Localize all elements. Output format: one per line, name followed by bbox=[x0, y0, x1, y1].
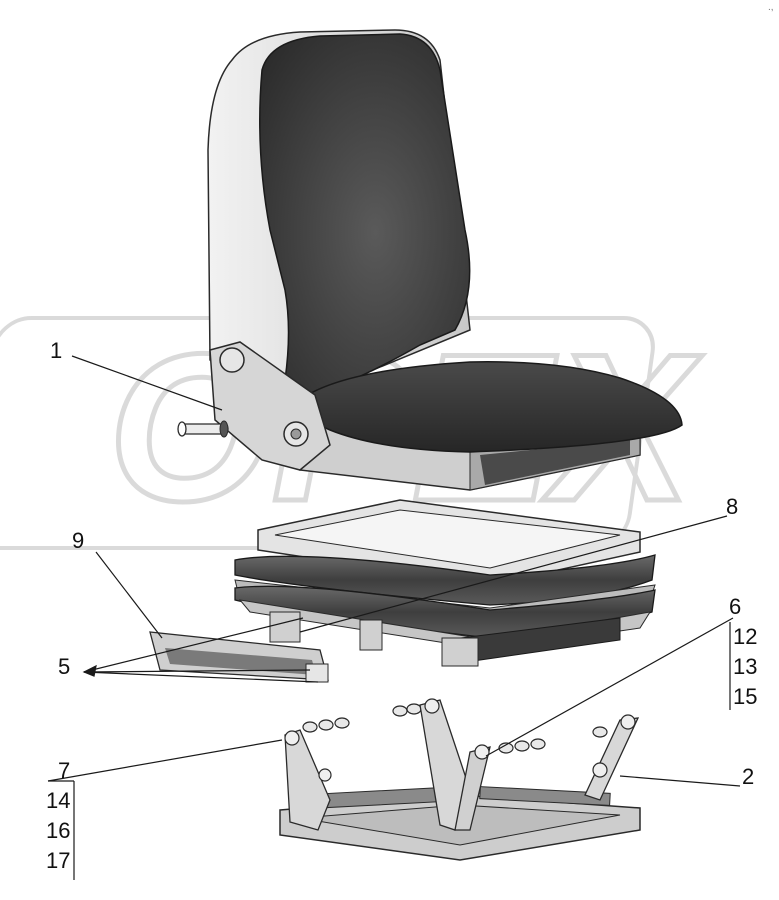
seat-cushion bbox=[299, 361, 683, 491]
callout-15: 15 bbox=[733, 684, 758, 709]
callout-5: 5 bbox=[58, 654, 71, 679]
callout-12: 12 bbox=[733, 624, 758, 649]
callout-17: 17 bbox=[46, 848, 71, 873]
callout-stack-left: 14 16 17 bbox=[46, 786, 70, 876]
callout-8: 8 bbox=[726, 494, 739, 519]
callout-14: 14 bbox=[46, 788, 71, 813]
callout-2: 2 bbox=[742, 764, 755, 789]
callout-stack-right: 12 13 15 bbox=[733, 622, 757, 712]
scissor-base bbox=[279, 698, 641, 861]
callout-6: 6 bbox=[729, 594, 742, 619]
leader-1 bbox=[71, 355, 223, 411]
callout-16: 16 bbox=[46, 818, 71, 843]
leader-6 bbox=[485, 617, 734, 757]
callout-7: 7 bbox=[58, 758, 71, 783]
leader-2 bbox=[619, 775, 741, 787]
hinge-bracket bbox=[177, 341, 331, 471]
bellows bbox=[234, 554, 656, 667]
callout-13: 13 bbox=[733, 654, 758, 679]
side-plate bbox=[149, 631, 329, 683]
fastener-washers bbox=[302, 703, 608, 754]
seat-backrest bbox=[207, 29, 471, 401]
leader-8 bbox=[299, 515, 728, 633]
leader-5a bbox=[83, 617, 304, 673]
leader-5c bbox=[83, 671, 319, 683]
callout-9: 9 bbox=[72, 528, 85, 553]
leader-9 bbox=[95, 551, 163, 639]
callout-1: 1 bbox=[50, 338, 63, 363]
leader-5b bbox=[83, 669, 311, 673]
svg-text:.,: ., bbox=[768, 2, 774, 13]
leader-lines bbox=[47, 355, 741, 880]
leader-7 bbox=[47, 739, 283, 782]
